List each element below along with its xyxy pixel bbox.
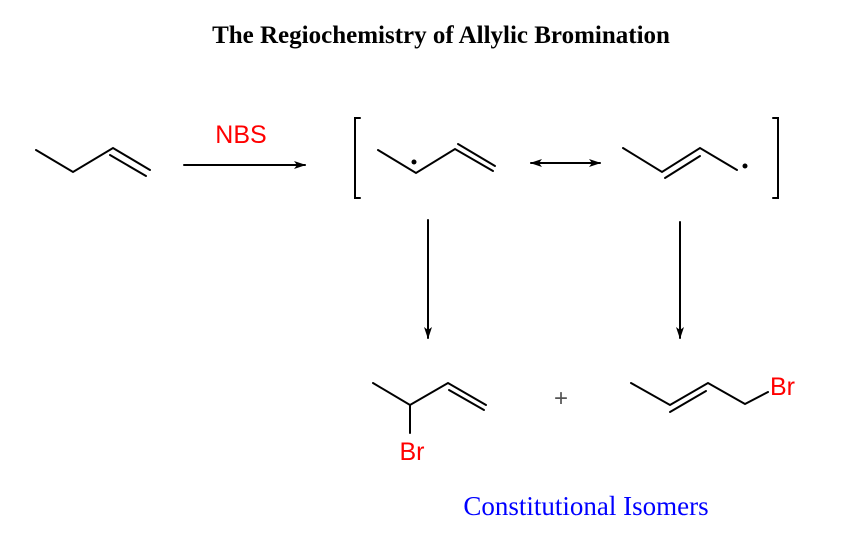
starting-material-1-butene <box>35 146 151 177</box>
product-2-bromine-label: Br <box>770 373 795 401</box>
reagent-label: NBS <box>215 121 266 149</box>
right-bracket <box>772 117 779 199</box>
product-1-bromine-label: Br <box>400 438 425 466</box>
allylic-radical-structure-1 <box>377 143 496 175</box>
plus-sign: + <box>554 385 568 412</box>
product-3-bromo-1-butene <box>372 381 487 434</box>
left-bracket <box>354 117 361 199</box>
product-1-bromo-2-butene <box>630 381 769 413</box>
caption-constitutional-isomers: Constitutional Isomers <box>463 491 708 521</box>
radical-dot <box>742 163 748 169</box>
allylic-radical-structure-2 <box>622 146 748 179</box>
diagram-title: The Regiochemistry of Allylic Brominatio… <box>212 22 670 49</box>
radical-dot <box>411 159 417 165</box>
